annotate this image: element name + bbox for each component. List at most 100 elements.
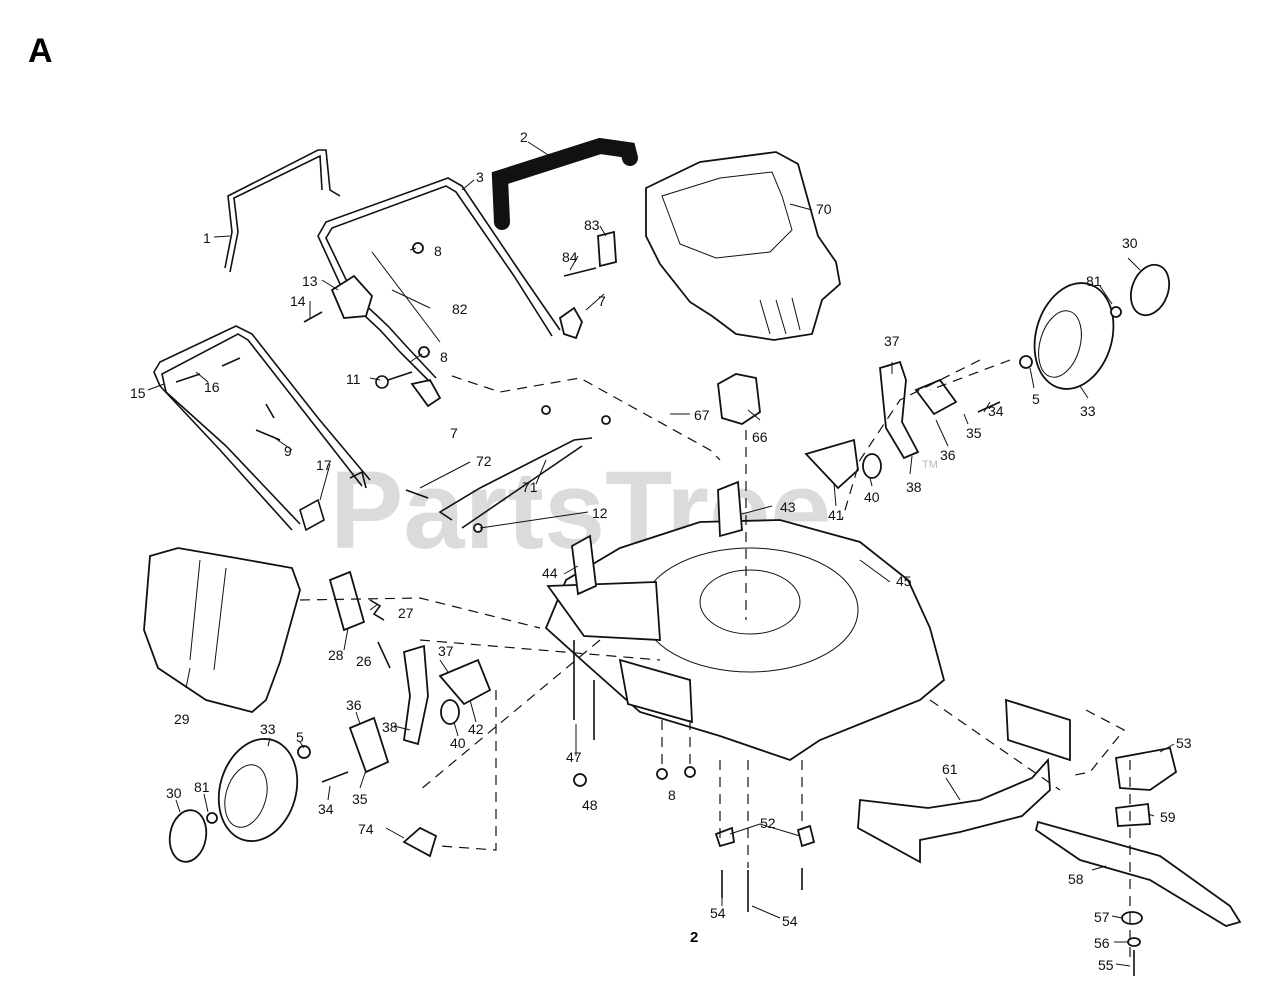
callout-30-left: 30 [166,785,182,801]
callout-11: 11 [346,371,361,387]
callout-27: 27 [398,605,414,621]
leader-lines [147,141,1175,967]
assembly-lines [299,359,1131,960]
part-gear-plate-41 [804,438,859,490]
callout-43: 43 [780,499,796,515]
part-bolt-16 [175,357,241,383]
part-blade-58 [1034,820,1242,927]
callout-40-right: 40 [864,489,880,505]
callout-66: 66 [752,429,768,445]
part-knob-lower [410,378,442,408]
part-rod-26 [377,641,391,669]
callout-35-left: 35 [352,791,368,807]
page-number: 2 [690,929,698,946]
part-washer-57 [1121,911,1143,925]
part-eyebolt [375,371,413,389]
part-adjuster-right [879,360,920,460]
callout-12: 12 [592,505,608,521]
callout-8c: 8 [668,787,676,803]
part-nut-81-left [206,812,218,824]
callout-17: 17 [316,457,332,473]
part-nut-8d [684,766,696,778]
callout-44: 44 [542,565,558,581]
part-baffle-61 [857,757,1051,864]
callout-33-left: 33 [260,721,276,737]
callout-5-left: 5 [296,729,304,745]
callout-83: 83 [584,217,600,233]
part-bushing-40-left [440,699,460,725]
part-bracket-36-left [348,716,390,774]
callout-40-left: 40 [450,735,466,751]
callout-54b: 54 [782,913,798,929]
callout-15: 15 [130,385,146,401]
callout-47: 47 [566,749,582,765]
callout-38-left: 38 [382,719,398,735]
callout-35-right: 35 [966,425,982,441]
callout-45: 45 [896,573,912,589]
callout-81-right: 81 [1086,273,1102,289]
part-adjuster-left [403,644,429,746]
callout-36-left: 36 [346,697,362,713]
callout-7-upper: 7 [598,293,606,309]
callout-36-right: 36 [940,447,956,463]
callout-84: 84 [562,249,578,265]
callout-48: 48 [582,797,598,813]
callout-67: 67 [694,407,710,423]
callout-30-right: 30 [1122,235,1138,251]
part-stiffener-59 [1115,802,1151,827]
callout-72: 72 [476,453,492,469]
callout-33-right: 33 [1080,403,1096,419]
watermark-trademark: TM [922,459,938,471]
callout-58: 58 [1068,871,1084,887]
callout-37-right: 37 [884,333,900,349]
callout-2: 2 [520,129,528,145]
callout-54a: 54 [710,905,726,921]
part-bolt-84 [563,267,597,277]
callout-38-right: 38 [906,479,922,495]
callout-41: 41 [828,507,844,523]
part-spring-27 [369,599,385,621]
part-clip-52a [714,826,736,848]
part-washer-5-right [1019,355,1033,369]
part-bracket-44 [571,534,597,596]
part-deck [544,519,946,761]
part-control-bail [224,149,341,273]
part-engine [645,151,841,341]
part-bolt-14 [303,311,323,323]
callout-37-left: 37 [438,643,454,659]
part-clip-9 [255,403,281,441]
callout-29: 29 [174,711,190,727]
callout-3: 3 [476,169,484,185]
part-plate-61b [1005,698,1071,762]
callout-56: 56 [1094,935,1110,951]
callout-53: 53 [1176,735,1192,751]
part-nut-48 [573,773,587,787]
callout-55: 55 [1098,957,1114,973]
part-bracket-43 [717,480,743,538]
part-deflector-74 [402,826,438,858]
part-nut-8a [412,242,424,254]
callout-5-right: 5 [1032,391,1040,407]
part-knob-upper [558,306,583,340]
callout-71: 71 [522,479,538,495]
part-bolt-34-left [321,771,349,783]
callout-16: 16 [204,379,220,395]
callout-7-lower: 7 [450,425,458,441]
part-nut-8c [656,768,668,780]
part-spacer-66 [717,373,761,425]
part-hubcap-right [1129,263,1171,317]
part-wheel-right [1033,282,1115,390]
part-hinge-28 [328,570,366,632]
callout-28: 28 [328,647,344,663]
part-clip-52b [796,824,816,848]
callout-34-right: 34 [988,403,1004,419]
part-bracket-83 [597,230,617,268]
part-nut-81-right [1110,306,1122,318]
part-bolt-34-right [977,401,1001,413]
callout-8b: 8 [440,349,448,365]
callout-14: 14 [290,293,306,309]
callout-13: 13 [302,273,318,289]
callout-57: 57 [1094,909,1110,925]
part-adapter-53 [1114,746,1178,791]
callout-26: 26 [356,653,372,669]
